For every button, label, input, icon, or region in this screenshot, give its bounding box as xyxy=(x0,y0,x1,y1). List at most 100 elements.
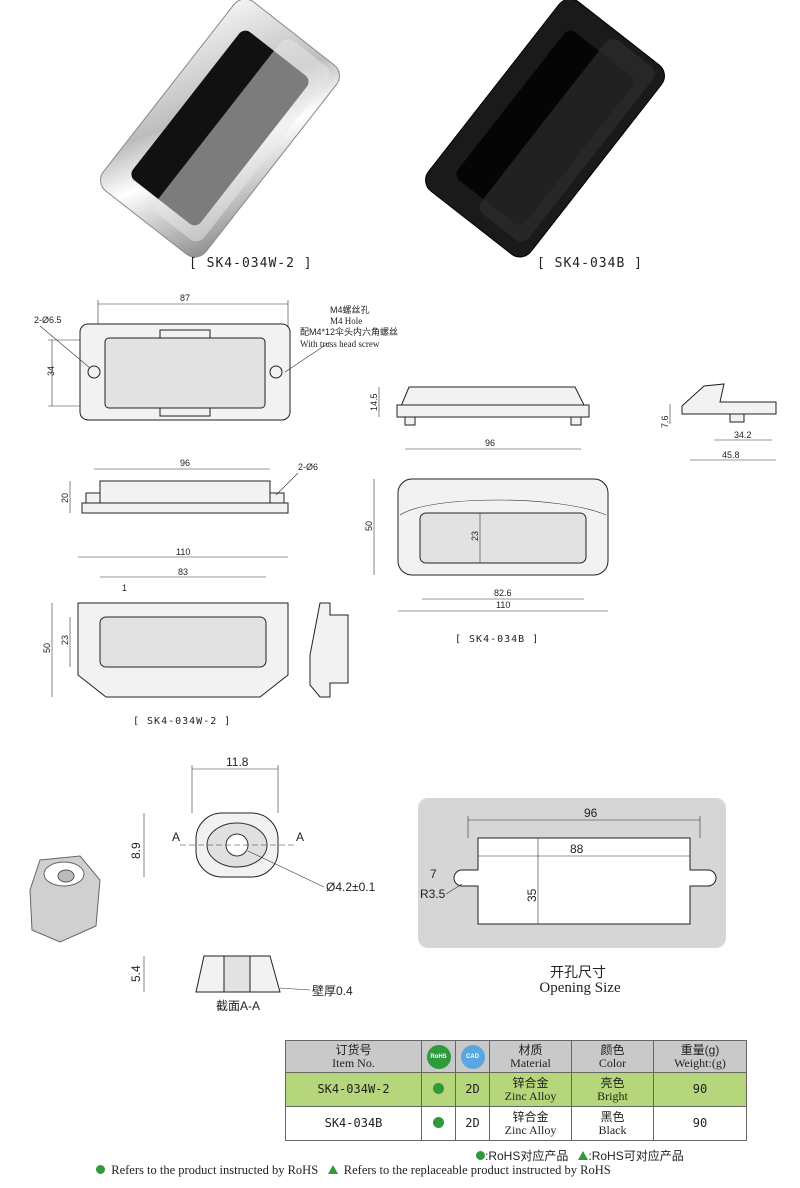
dim-110-w: 110 xyxy=(176,547,190,557)
header-color-en: Color xyxy=(598,1055,627,1070)
dim-7-6: 7.6 xyxy=(660,415,670,428)
product-photo-chrome xyxy=(100,0,340,258)
bushing-top-view: 11.8 8.9 A A Ø4.2±0.1 xyxy=(129,755,376,894)
m4-hole-en: M4 Hole xyxy=(330,316,362,326)
dim-45-8: 45.8 xyxy=(722,450,740,460)
screw-en: With truss head screw xyxy=(300,339,380,349)
rohs-dot-icon xyxy=(433,1082,444,1094)
dim-11-8: 11.8 xyxy=(226,755,249,769)
drawing-side-view-2: 96 20 2-Ø6 xyxy=(60,458,318,514)
row-rohs xyxy=(421,1072,456,1107)
header-weight: 重量(g) Weight:(g) xyxy=(653,1040,747,1073)
row-cad: 2D xyxy=(455,1106,490,1141)
drawing-front-b: 50 23 82.6 110 xyxy=(364,478,609,612)
opening-title-en: Opening Size xyxy=(539,980,621,996)
dim-82-6: 82.6 xyxy=(494,588,512,598)
row-color-en: Bright xyxy=(597,1088,628,1103)
caption-drawing-b: [ SK4-034B ] xyxy=(455,634,540,645)
product-photo-black xyxy=(425,0,665,258)
section-mark-a-left: A xyxy=(172,830,180,844)
table-header-row: 订货号 Item No. RoHS CAD 材质 Material 颜色 Col… xyxy=(285,1040,747,1073)
row-rohs xyxy=(421,1106,456,1141)
header-item-cn: 订货号 xyxy=(335,1042,372,1057)
drawing-top-view: 87 34 2-Ø6.5 M4螺丝孔 M4 Hole 配M4*12伞头内六角螺丝… xyxy=(34,293,398,421)
dim-holes-6: 2-Ø6 xyxy=(298,462,318,472)
drawing-front-w: 110 83 1 50 23 xyxy=(42,547,349,698)
header-material: 材质 Material xyxy=(489,1040,572,1073)
caption-drawing-w: [ SK4-034W-2 ] xyxy=(133,716,232,727)
row-color-en: Black xyxy=(598,1122,627,1137)
opening-dim-7: 7 xyxy=(430,867,437,881)
legend-line-cn: :RoHS对应产品 :RoHS可对应产品 xyxy=(476,1147,684,1164)
legend-replaceable-cn: :RoHS可对应产品 xyxy=(588,1149,684,1163)
rohs-dot-icon xyxy=(476,1151,485,1160)
rohs-badge-icon: RoHS xyxy=(426,1044,451,1069)
row-material-en: Zinc Alloy xyxy=(504,1122,557,1137)
dim-83: 83 xyxy=(178,567,188,577)
screw-cn: 配M4*12伞头内六角螺丝 xyxy=(300,326,398,337)
legend-rohs-en: Refers to the product instructed by RoHS xyxy=(111,1163,319,1177)
dim-hole-4-2: Ø4.2±0.1 xyxy=(326,880,376,894)
row-color: 黑色 Black xyxy=(571,1106,654,1141)
table-row: SK4-034W-2 2D 锌合金 Zinc Alloy 亮色 Bright 9… xyxy=(285,1072,747,1107)
dim-8-9: 8.9 xyxy=(129,842,143,859)
header-material-cn: 材质 xyxy=(518,1042,543,1057)
row-weight: 90 xyxy=(653,1072,747,1107)
opening-dim-35: 35 xyxy=(525,888,539,902)
header-weight-cn: 重量(g) xyxy=(680,1042,720,1057)
dim-34: 34 xyxy=(46,366,56,376)
dim-23-w: 23 xyxy=(60,635,70,645)
row-item: SK4-034B xyxy=(285,1106,422,1141)
opening-dim-r3-5: R3.5 xyxy=(420,887,446,901)
header-color: 颜色 Color xyxy=(571,1040,654,1073)
section-mark-a-right: A xyxy=(296,830,304,844)
bushing-section-view: 5.4 壁厚0.4 截面A-A xyxy=(129,955,353,1013)
legend-rohs-cn: :RoHS对应产品 xyxy=(485,1149,569,1163)
row-color: 亮色 Bright xyxy=(571,1072,654,1107)
dim-5-4: 5.4 xyxy=(129,965,143,982)
dim-110-b: 110 xyxy=(496,600,510,610)
bushing-3d xyxy=(29,855,101,943)
dim-1: 1 xyxy=(122,583,127,593)
m4-hole-cn: M4螺丝孔 xyxy=(330,304,370,315)
legend-line-en: Refers to the product instructed by RoHS… xyxy=(96,1163,611,1178)
row-item: SK4-034W-2 xyxy=(285,1072,422,1107)
row-material-cn: 锌合金 xyxy=(512,1075,549,1090)
header-item-en: Item No. xyxy=(332,1055,375,1070)
header-weight-en: Weight:(g) xyxy=(674,1055,726,1070)
dim-96: 96 xyxy=(485,438,495,448)
caption-sk4-034w-2: [ SK4-034W-2 ] xyxy=(189,256,313,271)
header-cad: CAD xyxy=(455,1040,490,1073)
spec-table: 订货号 Item No. RoHS CAD 材质 Material 颜色 Col… xyxy=(285,1040,747,1141)
wall-thickness: 壁厚0.4 xyxy=(312,983,353,998)
dim-34-2: 34.2 xyxy=(734,430,752,440)
dim-holes-6-5: 2-Ø6.5 xyxy=(34,315,62,325)
dim-50-b: 50 xyxy=(364,521,374,531)
opening-dim-88: 88 xyxy=(570,842,584,856)
row-color-cn: 亮色 xyxy=(600,1075,625,1090)
row-material: 锌合金 Zinc Alloy xyxy=(489,1072,572,1107)
row-material-en: Zinc Alloy xyxy=(504,1088,557,1103)
dim-87: 87 xyxy=(180,293,190,303)
cad-badge-icon: CAD xyxy=(460,1044,485,1069)
dim-23-b: 23 xyxy=(470,531,480,541)
rohs-triangle-icon xyxy=(578,1151,589,1160)
opening-size-drawing: 96 88 35 7 R3.5 xyxy=(420,806,717,925)
row-color-cn: 黑色 xyxy=(600,1109,625,1124)
dim-96-2: 96 xyxy=(180,458,190,468)
row-material-cn: 锌合金 xyxy=(512,1109,549,1124)
rohs-dot-icon xyxy=(433,1116,444,1128)
row-cad: 2D xyxy=(455,1072,490,1107)
header-material-en: Material xyxy=(510,1055,551,1070)
rohs-dot-icon xyxy=(96,1165,105,1174)
legend-replaceable-en: Refers to the replaceable product instru… xyxy=(343,1163,611,1177)
dim-50-w: 50 xyxy=(42,643,52,653)
dim-14-5: 14.5 xyxy=(369,393,379,411)
table-row: SK4-034B 2D 锌合金 Zinc Alloy 黑色 Black 90 xyxy=(285,1106,747,1141)
dim-20: 20 xyxy=(60,493,70,503)
header-color-cn: 颜色 xyxy=(600,1042,625,1057)
header-rohs: RoHS xyxy=(421,1040,456,1073)
drawing-side-view: 14.5 96 xyxy=(369,386,590,450)
caption-sk4-034b: [ SK4-034B ] xyxy=(537,256,643,271)
header-item: 订货号 Item No. xyxy=(285,1040,422,1073)
